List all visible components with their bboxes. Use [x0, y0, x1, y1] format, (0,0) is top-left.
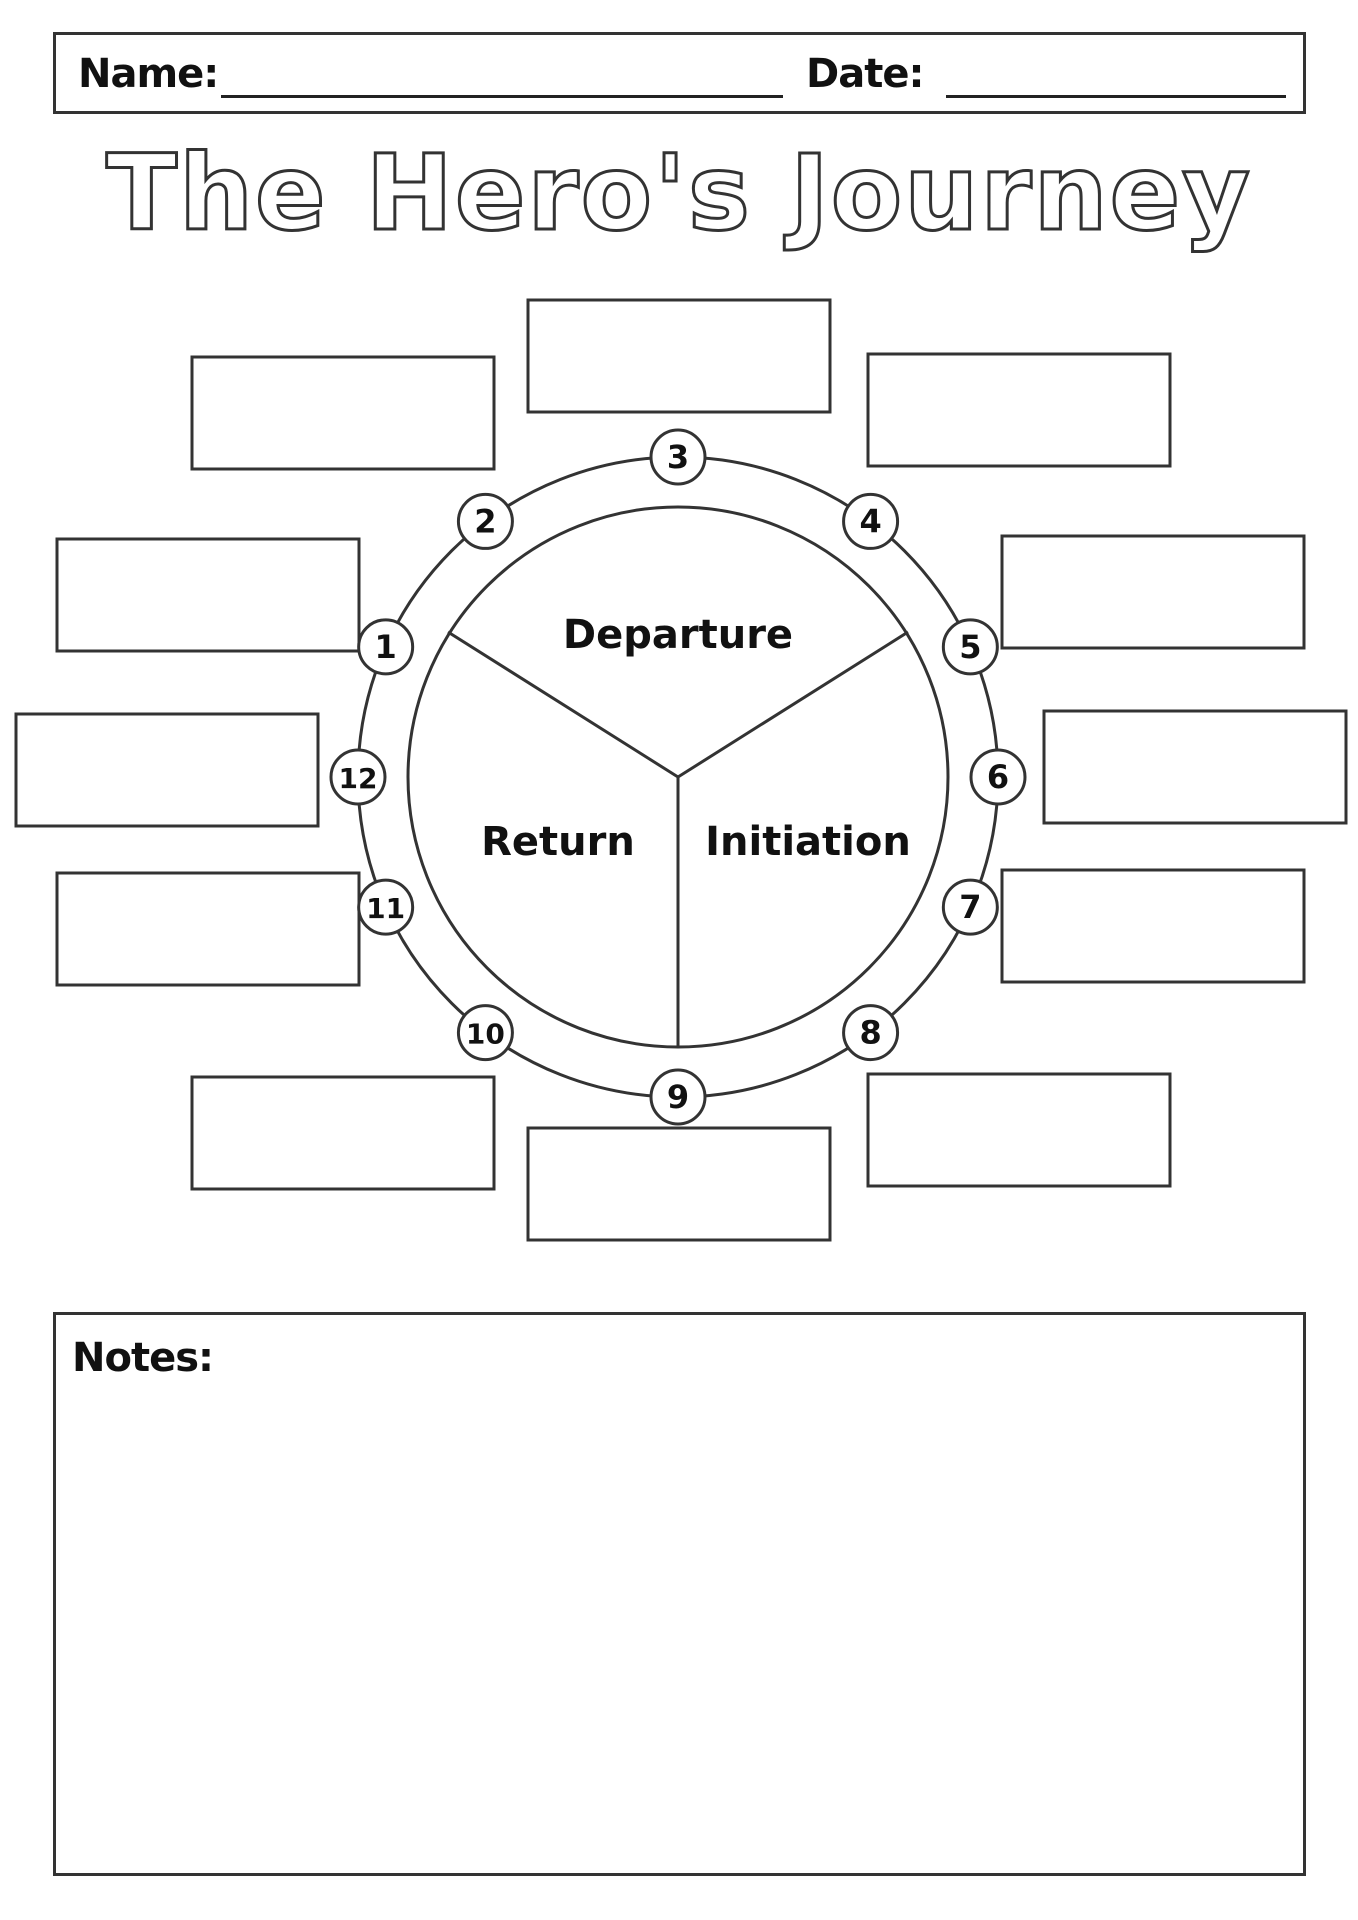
answer-box-7[interactable]: [1000, 868, 1306, 984]
step-number: 12: [339, 762, 378, 795]
step-number: 1: [375, 628, 397, 666]
divider-right: [677, 630, 909, 779]
step-badge-11: 11: [357, 878, 415, 936]
answer-box-5[interactable]: [1000, 534, 1306, 650]
date-label: Date:: [806, 51, 924, 97]
step-number: 3: [667, 438, 689, 476]
step-badge-6: 6: [969, 748, 1027, 806]
step-badge-5: 5: [941, 618, 999, 676]
answer-box-4[interactable]: [866, 352, 1172, 468]
answer-box-10[interactable]: [190, 1075, 496, 1191]
page-title: The Hero's Journey: [105, 131, 1252, 256]
name-field[interactable]: [221, 95, 783, 98]
step-badge-1: 1: [357, 618, 415, 676]
answer-box-11[interactable]: [55, 871, 361, 987]
name-label: Name:: [78, 51, 219, 97]
step-number: 9: [667, 1078, 689, 1116]
step-badge-2: 2: [456, 492, 514, 550]
step-badge-8: 8: [842, 1004, 900, 1062]
notes-box[interactable]: Notes:: [53, 1312, 1306, 1876]
answer-box-12[interactable]: [14, 712, 320, 828]
phase-initiation: Initiation: [705, 819, 911, 865]
step-badge-12: 12: [329, 748, 387, 806]
step-badge-9: 9: [649, 1068, 707, 1126]
answer-box-1[interactable]: [55, 537, 361, 653]
step-number: 5: [959, 628, 981, 666]
step-number: 8: [859, 1014, 881, 1052]
answer-box-9[interactable]: [526, 1126, 832, 1242]
step-badge-10: 10: [456, 1004, 514, 1062]
answer-box-2[interactable]: [190, 355, 496, 471]
divider-left: [447, 630, 679, 779]
header-box: Name: Date:: [53, 32, 1306, 114]
date-field[interactable]: [946, 95, 1286, 98]
answer-box-8[interactable]: [866, 1072, 1172, 1188]
step-number: 10: [466, 1018, 505, 1051]
step-number: 4: [859, 502, 881, 540]
heros-journey-diagram: Departure Initiation Return 123456789101…: [14, 298, 1348, 1242]
step-number: 2: [474, 502, 496, 540]
notes-label: Notes:: [72, 1335, 214, 1381]
phase-departure: Departure: [563, 612, 793, 658]
step-number: 11: [366, 892, 405, 925]
answer-box-3[interactable]: [526, 298, 832, 414]
step-number: 7: [959, 888, 981, 926]
phase-return: Return: [481, 819, 635, 865]
step-badge-3: 3: [649, 428, 707, 486]
step-badge-4: 4: [842, 492, 900, 550]
step-number: 6: [987, 758, 1009, 796]
step-badge-7: 7: [941, 878, 999, 936]
answer-box-6[interactable]: [1042, 709, 1348, 825]
